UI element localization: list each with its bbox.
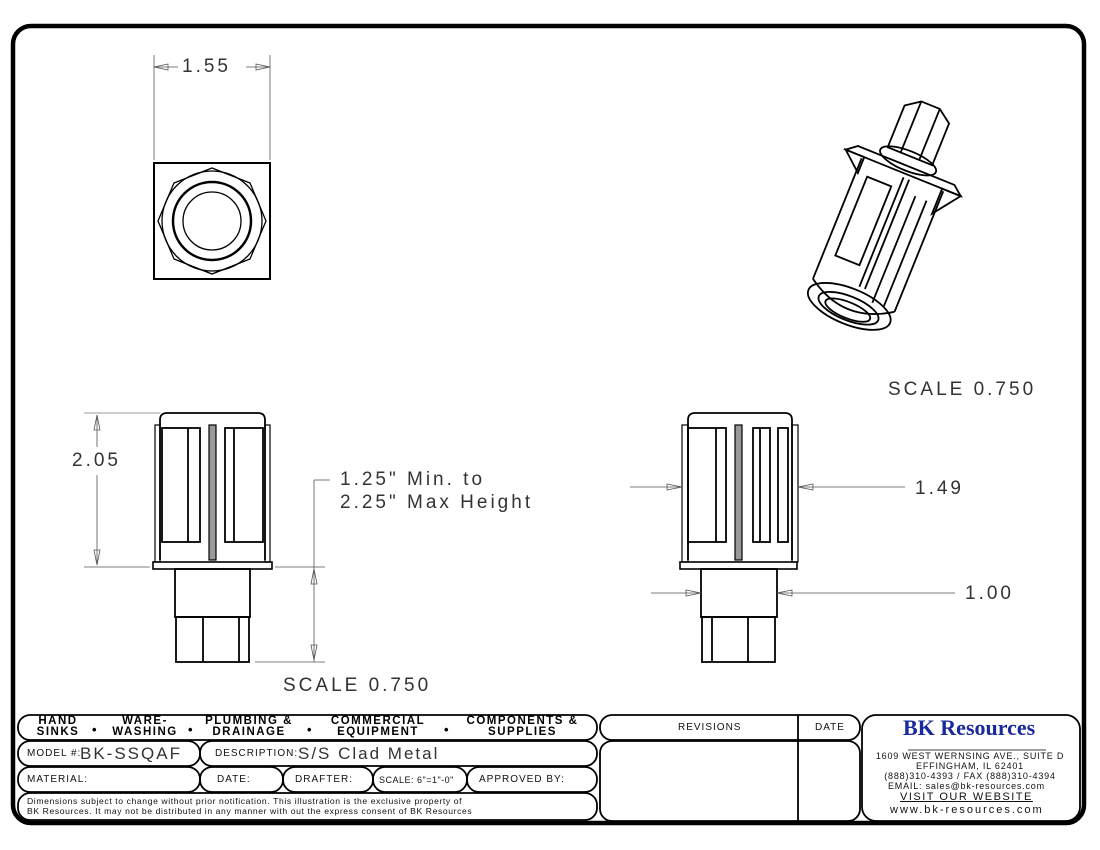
height-dimension: 2.05 — [72, 450, 121, 471]
visit-website-link[interactable]: VISIT OUR WEBSITE — [900, 791, 1033, 803]
isometric-view — [807, 100, 963, 331]
width-dimension: 1.55 — [182, 56, 231, 77]
category-ware-washing: WARE-WASHING — [112, 715, 178, 738]
disclaimer-line1: Dimensions subject to change without pri… — [27, 796, 463, 806]
disclaimer-line2: BK Resources. It may not be distributed … — [27, 806, 473, 816]
sheet-border — [10, 23, 1087, 826]
bullet: • — [188, 722, 193, 737]
approved-by-label: APPROVED BY: — [479, 774, 565, 785]
category-plumbing-drainage: PLUMBING &DRAINAGE — [205, 715, 293, 738]
bullet: • — [444, 722, 449, 737]
title-block — [17, 714, 1081, 822]
drafter-label: DRAFTER: — [295, 774, 353, 785]
model-value: BK-SSQAF — [80, 744, 182, 763]
description-label: DESCRIPTION: — [215, 748, 299, 759]
adjust-range-line2: 2.25" Max Height — [340, 492, 534, 513]
front-scale-label: SCALE 0.750 — [283, 675, 432, 696]
revisions-date-header: DATE — [815, 722, 845, 733]
body-diameter-dimension: 1.49 — [915, 478, 964, 499]
description-value: S/S Clad Metal — [298, 744, 440, 763]
stem-diameter-dimension: 1.00 — [965, 583, 1014, 604]
model-label: MODEL #: — [27, 748, 82, 759]
side-view — [630, 412, 955, 663]
iso-scale-label: SCALE 0.750 — [888, 379, 1037, 400]
adjust-range-line1: 1.25" Min. to — [340, 469, 486, 490]
date-label: DATE: — [217, 774, 251, 785]
material-label: MATERIAL: — [27, 774, 89, 785]
bullet: • — [307, 722, 312, 737]
front-view — [84, 412, 330, 663]
website-url[interactable]: www.bk-resources.com — [890, 804, 1044, 816]
scale-label: SCALE: 6"=1"-0" — [379, 775, 454, 785]
bullet: • — [92, 722, 97, 737]
revisions-header: REVISIONS — [678, 722, 742, 733]
category-components-supplies: COMPONENTS &SUPPLIES — [466, 715, 579, 738]
company-address: 1609 WEST WERNSING AVE., SUITE D EFFINGH… — [875, 751, 1065, 791]
company-logo: BK Resources — [903, 715, 1036, 740]
top-view — [153, 55, 271, 280]
